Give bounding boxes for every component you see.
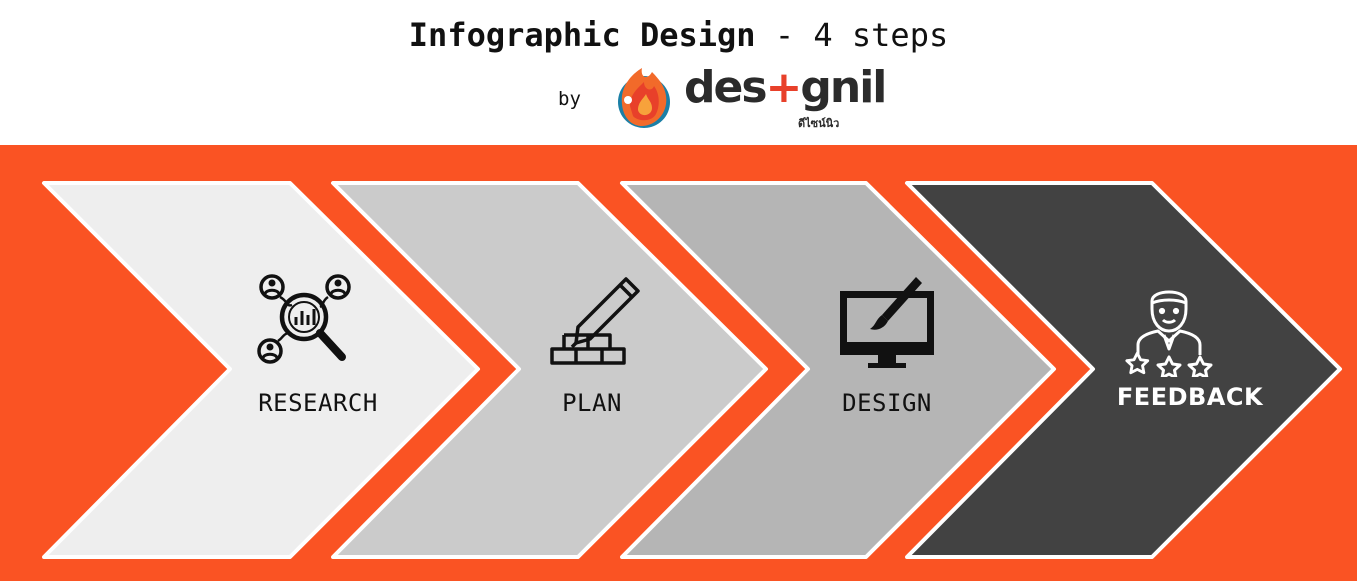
designil-logo: des+gnil ดีไซน์นิว (612, 62, 887, 134)
steps-band: RESEARCH PLAN DESIGN FEEDBACK (0, 145, 1357, 581)
step-arrow-feedback (905, 181, 1342, 559)
monitor-brush-icon (840, 277, 934, 368)
title-rest: - 4 steps (755, 16, 949, 54)
step-label-research: RESEARCH (258, 389, 378, 417)
step-arrow-design (620, 181, 1056, 559)
pencil-bricks-icon (550, 277, 640, 365)
logo-subtext: ดีไซน์นิว (798, 117, 840, 130)
header: Infographic Design - 4 steps by des+gnil… (0, 0, 1357, 145)
page-title: Infographic Design - 4 steps (0, 16, 1357, 54)
flame-logo-icon (618, 68, 670, 128)
step-arrow-plan (331, 181, 768, 559)
person-stars-icon (1125, 290, 1213, 377)
step-label-design: DESIGN (842, 389, 932, 417)
step-label-plan: PLAN (562, 389, 622, 417)
logo-wordmark: des+gnil (684, 62, 887, 113)
by-label: by (558, 88, 581, 110)
title-bold: Infographic Design (408, 16, 756, 54)
research-analytics-icon (257, 274, 351, 364)
chevron-arrows (42, 181, 1342, 559)
step-label-feedback: FEEDBACK (1116, 383, 1264, 411)
step-arrow-research (42, 181, 480, 559)
